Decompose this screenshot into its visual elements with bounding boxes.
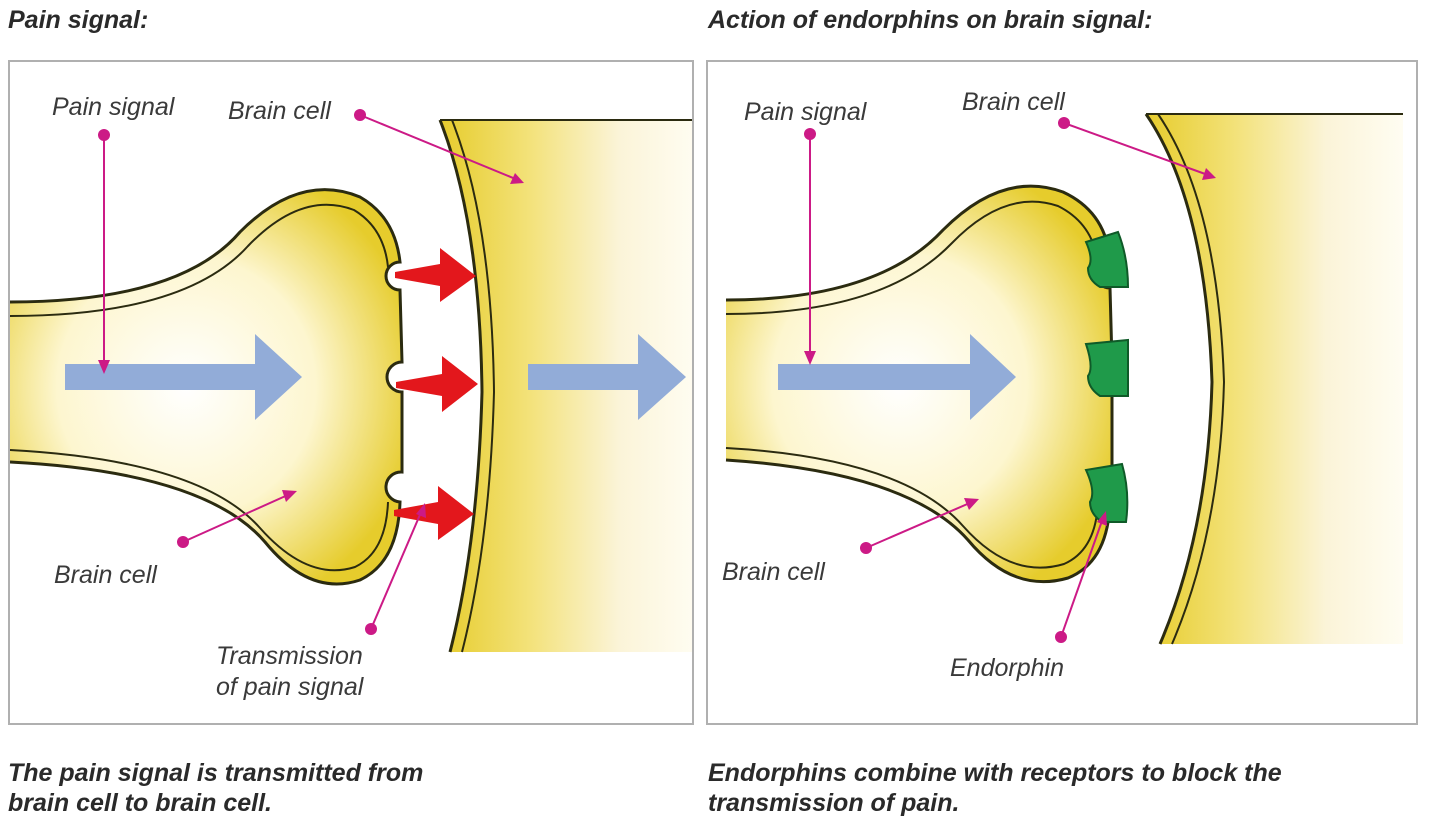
- right-caption: Endorphins combine with receptors to blo…: [708, 758, 1433, 818]
- pain-signal-pointer: [98, 129, 110, 374]
- brain-cell-top-pointer: [354, 109, 524, 184]
- brain-cell-top-pointer: [1058, 117, 1216, 180]
- pain-signal-panel: Pain signal Brain cell Brain cell Transm…: [8, 60, 694, 725]
- left-caption-line1: The pain signal is transmitted from: [8, 759, 424, 787]
- left-heading: Pain signal:: [8, 6, 149, 34]
- endorphin-diagram: Pain signal Brain cell Brain cell Endorp…: [722, 88, 1403, 682]
- endorphin-top: [1084, 230, 1130, 288]
- transmission-label-line2: of pain signal: [216, 673, 365, 701]
- pain-signal-diagram: Pain signal Brain cell Brain cell Transm…: [10, 93, 692, 701]
- endorphin-pointer: [1055, 511, 1107, 643]
- transmission-arrow-top: [395, 248, 476, 302]
- endorphin-panel: Pain signal Brain cell Brain cell Endorp…: [706, 60, 1418, 725]
- pain-signal-label: Pain signal: [744, 98, 868, 126]
- left-caption-line2: brain cell to brain cell.: [8, 789, 272, 817]
- transmission-pointer: [365, 503, 426, 635]
- pain-signal-label: Pain signal: [52, 93, 176, 121]
- brain-cell-bottom-pointer: [177, 490, 297, 548]
- transmission-arrow-bottom: [394, 486, 474, 540]
- signal-arrow-onward: [528, 334, 686, 420]
- brain-cell-top-label: Brain cell: [228, 97, 332, 125]
- left-caption: The pain signal is transmitted from brai…: [8, 758, 698, 818]
- brain-cell-top-label: Brain cell: [962, 88, 1066, 116]
- right-caption-line2: transmission of pain.: [708, 789, 960, 817]
- right-heading: Action of endorphins on brain signal:: [708, 6, 1153, 34]
- endorphin-bottom: [1084, 462, 1129, 523]
- brain-cell-bottom-label: Brain cell: [54, 561, 158, 589]
- endorphin-middle: [1084, 338, 1129, 397]
- right-caption-line1: Endorphins combine with receptors to blo…: [708, 759, 1282, 787]
- signal-arrow-in-axon: [65, 334, 302, 420]
- brain-cell-bottom-label: Brain cell: [722, 558, 826, 586]
- transmission-label-line1: Transmission: [216, 642, 363, 670]
- transmission-arrow-middle: [396, 356, 478, 412]
- signal-arrow-in-axon: [778, 334, 1016, 420]
- endorphin-label: Endorphin: [950, 654, 1064, 682]
- receiving-brain-cell: [1144, 113, 1403, 645]
- pain-signal-pointer: [804, 128, 816, 365]
- brain-cell-bottom-pointer: [860, 498, 979, 554]
